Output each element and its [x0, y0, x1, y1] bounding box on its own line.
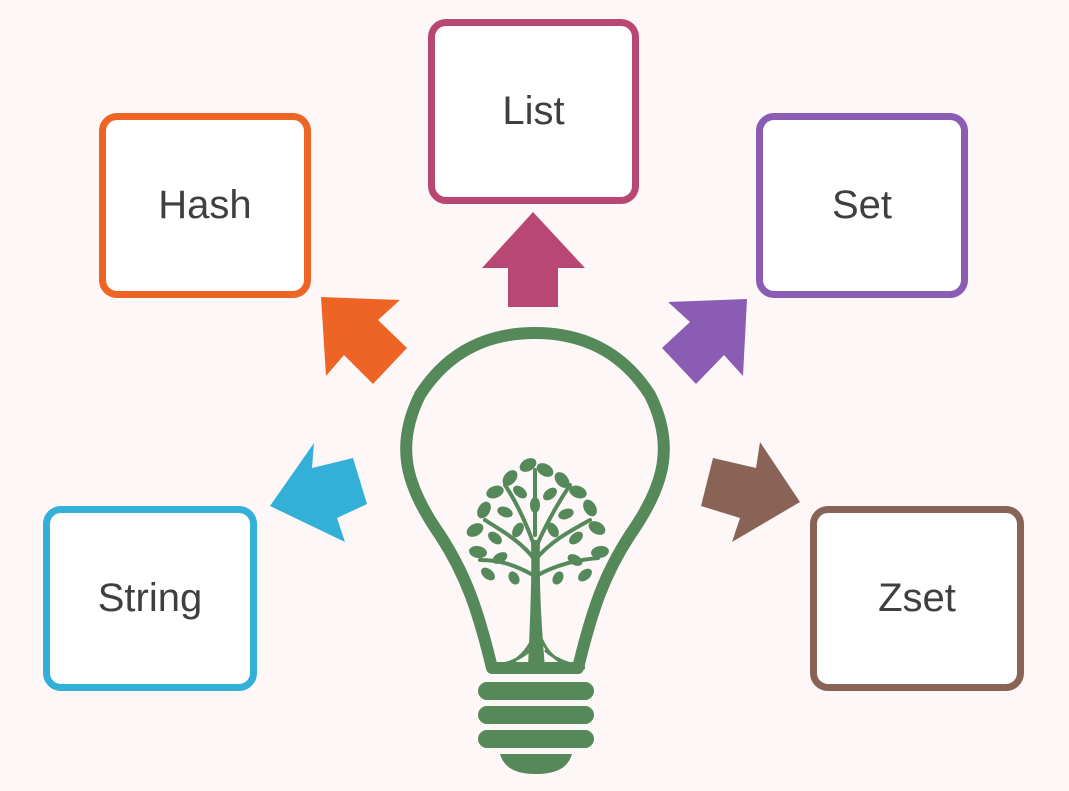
node-hash: Hash: [99, 113, 311, 298]
arrow-to-list-icon: [482, 212, 585, 307]
node-label: Set: [831, 183, 893, 227]
arrow-to-set-icon: [662, 299, 747, 384]
node-set: Set: [756, 113, 968, 298]
node-label: Zset: [878, 576, 956, 620]
arrow-to-zset-icon: [701, 442, 800, 542]
node-label: String: [97, 576, 203, 620]
node-string: String: [43, 506, 257, 691]
arrow-to-hash-icon: [321, 297, 407, 384]
node-label: List: [502, 89, 565, 133]
node-zset: Zset: [810, 506, 1024, 691]
node-label: Hash: [158, 183, 252, 227]
node-list: List: [428, 19, 639, 204]
lightbulb-tree-icon: [400, 327, 670, 774]
arrow-to-string-icon: [270, 443, 367, 542]
